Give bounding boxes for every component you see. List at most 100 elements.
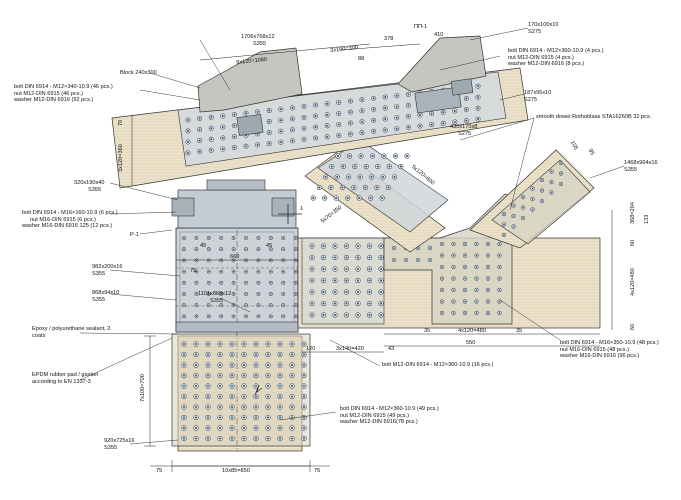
bolt-head	[322, 244, 325, 248]
bolt-head	[303, 138, 305, 141]
bolt-head	[382, 154, 386, 158]
bolt-head	[349, 100, 352, 103]
bolt-head	[395, 116, 398, 119]
bolt-head	[498, 254, 501, 257]
bolt-head	[195, 315, 198, 318]
bolt-head	[270, 282, 272, 284]
bolt-head	[560, 183, 562, 185]
dim-4x120h: 4x120=480	[458, 328, 486, 334]
bolt-head	[242, 437, 246, 440]
plate-920-size: 920x725x16	[104, 438, 135, 444]
bolt-head	[242, 353, 246, 356]
bolt-head	[379, 279, 383, 282]
bolt-head	[345, 313, 348, 317]
plate-430-size: 430x170x8	[450, 124, 478, 130]
bolt-head	[429, 259, 431, 261]
bolt-head	[218, 363, 222, 367]
bolt-head	[464, 254, 466, 257]
bolt-head	[210, 116, 213, 119]
bolt-head	[347, 175, 350, 179]
bolt-head	[465, 119, 468, 122]
leader-lines	[79, 27, 625, 445]
bolt-head	[379, 267, 383, 271]
bolt-head	[522, 206, 524, 209]
bolt-head	[333, 279, 337, 282]
bolt-head	[342, 165, 345, 168]
bolt-head	[291, 139, 294, 142]
bolt-head	[330, 165, 333, 168]
bolt-head	[345, 279, 348, 282]
plate-1468-size: 1468x964x16	[624, 160, 658, 166]
bolt-head	[487, 243, 489, 245]
bolt-head	[430, 123, 433, 126]
bolt-head	[384, 118, 387, 121]
epdm-line1: EPDM rubber pad / gasket	[32, 372, 98, 378]
bolt-head	[266, 374, 270, 377]
bolts-m16-nut: nut M16-DIN 6915 (6 pcs.)	[30, 216, 96, 223]
bolt-head	[361, 131, 363, 134]
bolt-head	[302, 374, 306, 377]
dim-45b: 45	[266, 243, 273, 249]
bolt-head	[282, 282, 284, 284]
bolt-head	[550, 191, 553, 194]
bolt-head	[550, 181, 553, 183]
bolt-head	[475, 266, 478, 268]
bolt-head	[336, 175, 339, 179]
bolt-head	[208, 304, 210, 306]
bolt-head	[266, 405, 270, 409]
bolt-head	[452, 254, 455, 257]
bolt-head	[291, 128, 294, 131]
bolt-head	[206, 416, 210, 419]
bolt-head	[266, 353, 270, 356]
bolt-head	[206, 374, 210, 377]
bolt-head	[365, 165, 368, 168]
dimension-lines	[131, 43, 613, 472]
bolt-head	[302, 437, 306, 440]
bolt-head	[256, 132, 259, 135]
bolts-topleft-bolt: bolt DIN 6914 - M12×340-10.9 (46 pcs.)	[14, 84, 113, 90]
bolt-head	[531, 208, 534, 211]
bolt-head	[498, 300, 501, 303]
bolt-head	[405, 259, 407, 261]
bolt-head	[183, 270, 185, 273]
bolt-head	[345, 302, 348, 305]
bolt-head	[245, 112, 247, 115]
bolt-head	[475, 243, 478, 245]
bolt-head	[220, 282, 222, 284]
bolt-head	[560, 172, 562, 175]
bolt-head	[208, 248, 210, 250]
bolt-head	[302, 363, 306, 367]
bolt-head	[266, 342, 270, 346]
bolt-head	[356, 256, 360, 259]
bolt-head	[395, 127, 398, 130]
plate-170-size: 170x100x10	[528, 22, 559, 28]
bolt-head	[182, 426, 186, 430]
bolt-head	[310, 256, 314, 259]
bolt-head	[278, 426, 282, 430]
bolt-head	[206, 395, 210, 398]
bolt-head	[430, 112, 433, 115]
bolt-head	[232, 282, 235, 284]
bolt-head	[441, 300, 443, 303]
bolt-head	[218, 374, 222, 377]
dim-10x85: 10x85=850	[222, 468, 250, 474]
bolt-head	[278, 384, 282, 388]
bolt-head	[194, 426, 198, 430]
bolt-head	[257, 293, 260, 295]
bolt-head	[195, 237, 198, 239]
bolt-head	[195, 270, 198, 273]
bolt-head	[183, 304, 185, 306]
bolt-head	[232, 293, 235, 295]
brace-bolt-group	[310, 153, 410, 201]
bolt-head	[206, 353, 210, 356]
bolt-head	[290, 363, 294, 367]
bolts-topright-callout: bolt DIN 6914 - M12×360-10.9 (4 pcs.)nut…	[508, 48, 604, 68]
bolt-head	[302, 416, 306, 419]
bolt-head	[452, 243, 455, 245]
bolt-head	[218, 426, 222, 430]
